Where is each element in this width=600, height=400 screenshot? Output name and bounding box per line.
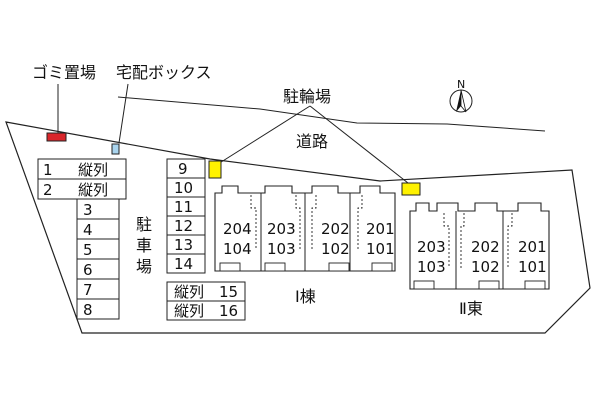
bicycle-area-left [208,160,222,179]
svg-text:N: N [457,78,465,91]
road-edge [117,96,546,132]
parking-space-number: 7 [83,281,93,299]
parking-space-number: 1 [43,161,53,179]
unit-number: 104 [223,240,252,258]
garbage-area [46,132,67,142]
building-2: 203 103 202 102 201 101 [409,202,550,290]
garbage-label: ゴミ置場 [32,63,96,82]
building-1-label: Ⅰ棟 [295,287,316,306]
parking-space-number: 4 [83,221,93,239]
parking-space-number: 12 [174,217,193,235]
parking-mid: 9 10 11 12 13 14 縦列 15 縦列 16 [166,158,246,321]
unit-number: 203 [417,238,446,256]
road-label: 道路 [296,132,328,151]
unit-number: 102 [471,258,500,276]
bicycle-label: 駐輪場 [283,87,331,106]
unit-number: 202 [471,238,500,256]
parking-label-char: 場 [136,257,152,276]
parking-space-number: 8 [83,301,93,319]
delivery-leader [118,83,129,144]
parking-space-number: 11 [174,198,193,216]
unit-number: 102 [321,240,350,258]
parking-label-char: 車 [136,236,152,255]
delivery-label: 宅配ボックス [116,63,212,82]
unit-number: 201 [366,220,395,238]
unit-number: 204 [223,220,252,238]
parking-space-number: 16 [219,302,238,320]
bicycle-leader-right [309,105,409,184]
north-arrow-icon: N [449,78,473,113]
parking-left: 1 縦列 2 縦列 3 4 5 6 7 8 [37,158,127,320]
unit-number: 103 [417,258,446,276]
parking-space-number: 9 [178,160,188,178]
unit-number: 101 [366,240,395,258]
bicycle-area-right [401,182,421,196]
bicycle-leader-left [217,105,311,165]
parking-space-number: 13 [174,236,193,254]
parking-space-number: 6 [83,261,93,279]
unit-number: 203 [267,220,296,238]
parking-space-number: 14 [174,255,193,273]
unit-number: 103 [267,240,296,258]
building-1: 204 104 203 103 202 102 201 101 [214,185,396,272]
parking-space-number: 5 [83,241,93,259]
delivery-box [111,143,120,155]
parking-space-number: 3 [83,201,93,219]
parking-space-number: 2 [43,181,53,199]
parking-label-char: 駐 [136,215,152,234]
parking-space-note: 縦列 [174,302,204,320]
unit-number: 101 [518,258,547,276]
parking-space-note: 縦列 [78,181,108,199]
parking-space-note: 縦列 [78,161,108,179]
unit-number: 201 [518,238,547,256]
unit-number: 202 [321,220,350,238]
parking-space-number: 15 [219,283,238,301]
building-2-label: Ⅱ東 [459,299,483,318]
parking-space-number: 10 [174,179,193,197]
parking-space-note: 縦列 [174,283,204,301]
